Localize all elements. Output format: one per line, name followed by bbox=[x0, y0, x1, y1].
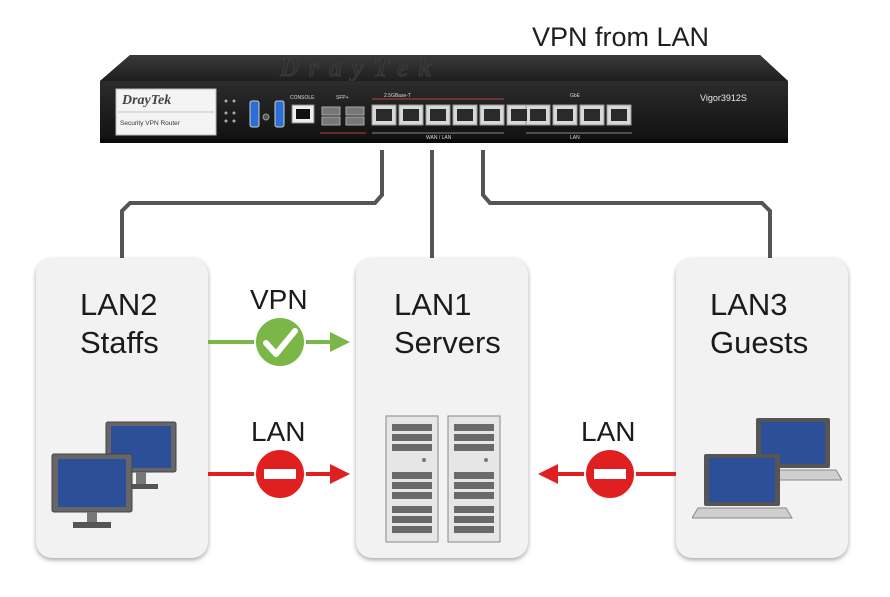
lan3-name: LAN3 bbox=[710, 287, 788, 322]
wan-lan-label: WAN / LAN bbox=[426, 135, 452, 141]
lan1-panel: LAN1 Servers bbox=[356, 258, 528, 558]
router-device: DrayTek bbox=[100, 53, 790, 160]
wire-lan3 bbox=[481, 150, 772, 258]
console-label: CONSOLE bbox=[290, 95, 315, 101]
svg-text:DrayTek: DrayTek bbox=[279, 55, 441, 82]
lan-port-label: LAN bbox=[570, 135, 580, 141]
lan1-desc: Servers bbox=[394, 325, 501, 360]
sfp-label: SFP+ bbox=[336, 95, 349, 101]
router-body-icon: DrayTek bbox=[100, 53, 788, 143]
lan1-name: LAN1 bbox=[394, 287, 472, 322]
lan2-panel: LAN2 Staffs bbox=[36, 258, 208, 558]
router-model: Vigor3912S bbox=[700, 93, 747, 103]
laptops-icon bbox=[692, 418, 842, 519]
lan2-name: LAN2 bbox=[80, 287, 158, 322]
no-entry-icon bbox=[254, 448, 306, 500]
lan-right-label: LAN bbox=[581, 416, 636, 447]
desktop-monitors-icon bbox=[51, 421, 177, 528]
vpn-arrowhead bbox=[330, 332, 350, 352]
gbe-label: GbE bbox=[570, 93, 581, 99]
router-brand: DrayTek bbox=[122, 93, 172, 108]
lan3-desc: Guests bbox=[710, 325, 809, 360]
checkmark-icon bbox=[254, 316, 306, 368]
wire-lan2 bbox=[120, 150, 384, 258]
diagram-title: VPN from LAN bbox=[532, 22, 710, 52]
lan3-panel: LAN3 Guests bbox=[676, 258, 848, 558]
lan2-desc: Staffs bbox=[80, 325, 159, 360]
router-subtitle: Security VPN Router bbox=[120, 120, 180, 127]
lan-right-arrowhead bbox=[538, 464, 558, 484]
no-entry-icon bbox=[584, 448, 636, 500]
server-towers-icon bbox=[385, 415, 501, 543]
lan-left-arrowhead bbox=[330, 464, 350, 484]
vpn-label: VPN bbox=[250, 284, 308, 315]
lan-left-label: LAN bbox=[251, 416, 306, 447]
speed-label: 2.5GBase-T bbox=[384, 93, 411, 99]
